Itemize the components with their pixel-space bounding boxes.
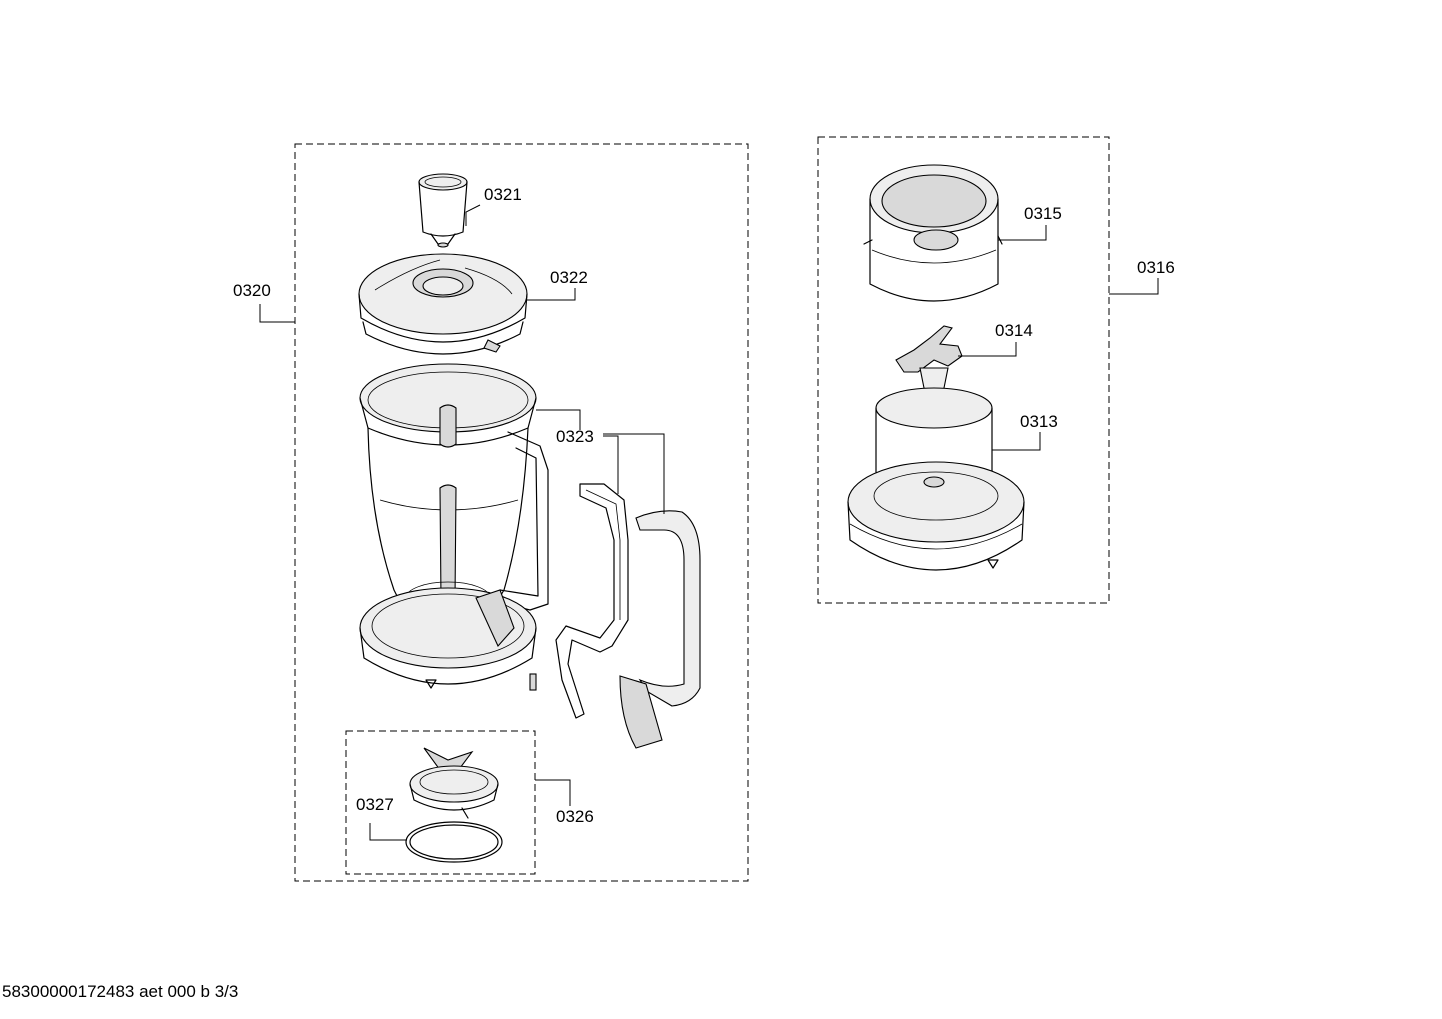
leader-0323-cover (603, 433, 665, 514)
part-0323-blender-jar (359, 363, 549, 689)
group-box-0326 (345, 730, 536, 875)
leader-0326 (535, 779, 571, 806)
leader-0323-jar (536, 409, 581, 430)
label-0326: 0326 (556, 807, 594, 826)
label-0327: 0327 (356, 795, 394, 814)
part-0314-grinder-blade (895, 325, 963, 393)
part-0323-handle-cover (619, 510, 701, 749)
label-0316: 0316 (1137, 258, 1175, 277)
label-0321: 0321 (484, 185, 522, 204)
leader-0313 (992, 432, 1041, 451)
leader-0315 (998, 225, 1047, 241)
group-box-0320 (294, 143, 749, 882)
label-0320: 0320 (233, 281, 271, 300)
leader-0322 (527, 288, 576, 301)
leader-lines (259, 204, 1159, 841)
part-0321-measuring-cup (418, 173, 468, 248)
part-0327-sealing-ring (405, 821, 503, 863)
label-0323: 0323 (556, 427, 594, 446)
label-0314: 0314 (995, 321, 1033, 340)
part-0313-grinder-container (847, 387, 1025, 571)
drawing-reference: 58300000172483 aet 000 b 3/3 (2, 982, 238, 1001)
label-0315: 0315 (1024, 204, 1062, 223)
leader-0321 (465, 204, 481, 226)
group-box-0316 (817, 136, 1110, 604)
leader-0316 (1109, 278, 1159, 295)
label-0322: 0322 (550, 268, 588, 287)
leader-0314 (958, 342, 1017, 357)
part-0326-blade-unit (409, 747, 499, 819)
leader-0320 (259, 304, 295, 323)
part-0323-handle-frame (529, 483, 629, 719)
leader-0323-frame (603, 435, 619, 494)
part-0322-lid (358, 253, 528, 355)
label-0313: 0313 (1020, 412, 1058, 431)
part-0315-grinder-cap (863, 164, 1003, 302)
leader-0327 (369, 823, 407, 841)
